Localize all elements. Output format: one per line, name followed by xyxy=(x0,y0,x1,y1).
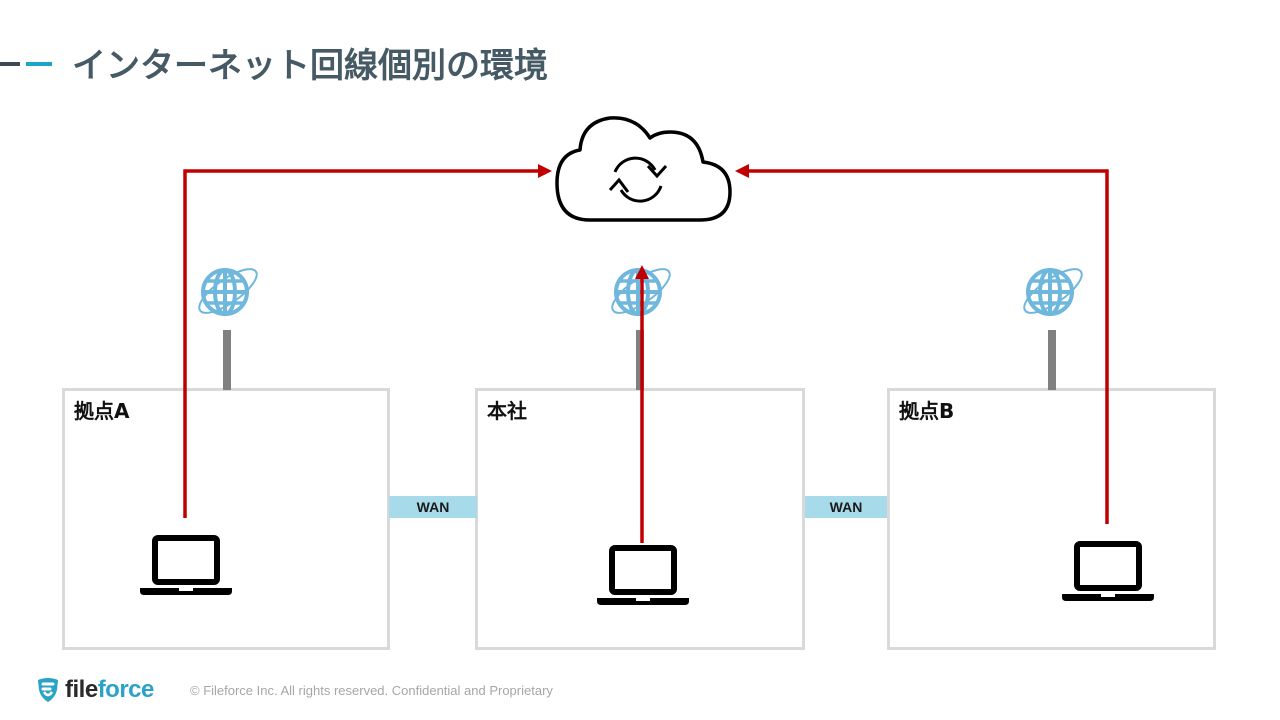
laptop-icon xyxy=(597,548,689,605)
sync-icon xyxy=(608,156,668,203)
site-box-a: 拠点A xyxy=(62,388,390,650)
uplink-pole-a xyxy=(223,330,231,390)
site-label-a: 拠点A xyxy=(74,399,130,423)
logo-wordmark: fileforce xyxy=(65,676,154,704)
flow-arrow-site-b xyxy=(735,164,1109,524)
site-box-hq: 本社 xyxy=(475,388,805,650)
globe-icon xyxy=(191,259,265,323)
copyright-notice: © Fileforce Inc. All rights reserved. Co… xyxy=(190,683,553,698)
site-label-hq: 本社 xyxy=(487,399,527,423)
wan-link-a-hq: WAN xyxy=(389,496,477,518)
cloud-icon xyxy=(555,116,732,222)
laptop-icon xyxy=(140,538,232,595)
logo-wordmark-file: file xyxy=(65,676,98,703)
title-accent-dark xyxy=(0,62,20,66)
logo-wordmark-force: force xyxy=(97,676,155,703)
page-title: インターネット回線個別の環境 xyxy=(72,46,548,86)
flow-arrow-site-a xyxy=(183,164,552,518)
uplink-pole-b xyxy=(1048,330,1056,390)
fileforce-logo-icon xyxy=(38,678,58,702)
fileforce-logo: fileforce xyxy=(34,676,154,704)
site-box-b: 拠点B xyxy=(887,388,1216,650)
title-accent-cyan xyxy=(26,62,52,66)
wan-link-hq-b: WAN xyxy=(805,496,887,518)
laptop-icon xyxy=(1062,544,1154,601)
globe-icon xyxy=(1016,259,1090,323)
site-label-b: 拠点B xyxy=(899,399,955,423)
uplink-pole-hq xyxy=(636,330,644,390)
